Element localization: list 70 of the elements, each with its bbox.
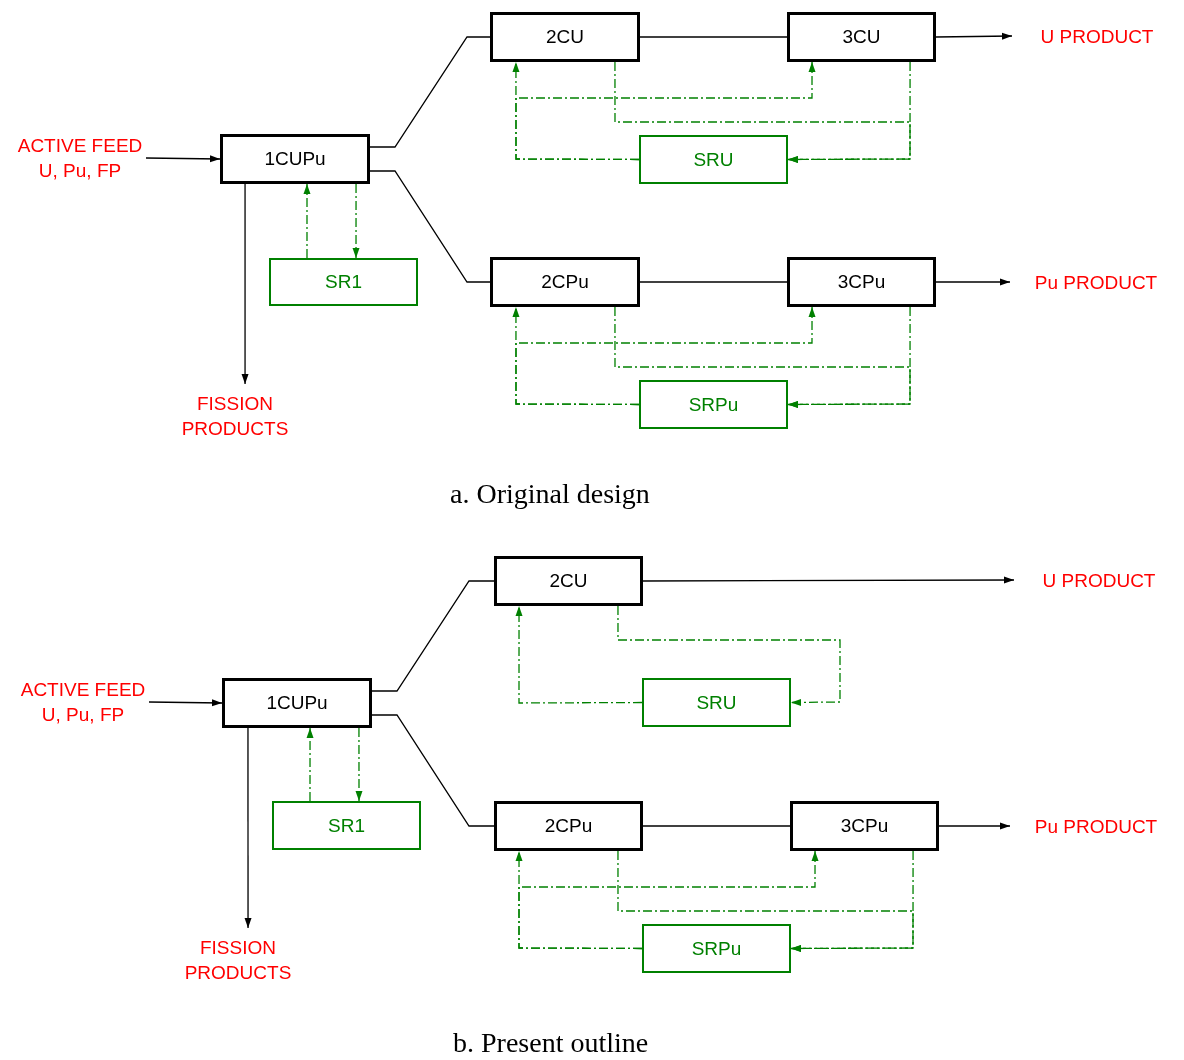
flow-line	[642, 576, 1015, 584]
flow-line	[938, 822, 1011, 830]
recycle-arrow	[515, 605, 643, 704]
flow-line	[371, 580, 495, 692]
solvent-recovery-box	[642, 678, 791, 727]
flow-line	[935, 278, 1011, 286]
box-label: 1CUPu	[264, 148, 326, 170]
stream-label: Pu PRODUCT	[1034, 270, 1158, 295]
box-label: 2CPu	[544, 815, 593, 837]
box-label: SR1	[328, 814, 365, 837]
stream-label: ACTIVE FEED U, Pu, FP	[19, 678, 147, 727]
flow-line	[244, 727, 252, 929]
solvent-recovery-box	[639, 380, 788, 429]
flow-line	[241, 183, 249, 385]
process-box	[220, 134, 370, 184]
solvent-recovery-box	[269, 258, 418, 306]
stream-label: U PRODUCT	[1040, 24, 1154, 49]
flow-line	[369, 36, 491, 148]
box-label: SRU	[693, 148, 734, 171]
process-box	[494, 556, 643, 606]
process-box	[494, 801, 643, 851]
box-label: 2CU	[549, 570, 588, 592]
stream-label: Pu PRODUCT	[1034, 814, 1158, 839]
box-label: SRPu	[691, 937, 742, 960]
process-box	[790, 801, 939, 851]
stream-label: ACTIVE FEED U, Pu, FP	[16, 134, 144, 183]
recycle-arrow	[787, 61, 911, 163]
flow-line	[145, 155, 221, 163]
box-label: 3CU	[842, 26, 881, 48]
recycle-arrow	[617, 850, 914, 952]
box-label: 2CPu	[541, 271, 589, 293]
stream-label: U PRODUCT	[1042, 568, 1156, 593]
solvent-recovery-box	[642, 924, 791, 973]
box-label: SRU	[696, 691, 737, 714]
panel-caption: b. Present outline	[453, 1027, 649, 1059]
process-box	[787, 257, 936, 307]
process-box	[490, 12, 640, 62]
box-label: 3CPu	[840, 815, 889, 837]
flow-line	[639, 281, 788, 283]
recycle-arrow	[352, 183, 360, 259]
panel-caption: a. Original design	[450, 478, 650, 510]
process-box	[222, 678, 372, 728]
stream-label: FISSION PRODUCTS	[183, 936, 293, 985]
box-label: 1CUPu	[266, 692, 328, 714]
flow-line	[639, 36, 788, 38]
process-box	[490, 257, 640, 307]
box-label: SR1	[325, 271, 362, 293]
recycle-arrow	[306, 727, 314, 802]
process-box	[787, 12, 936, 62]
solvent-recovery-box	[639, 135, 788, 184]
flow-line	[148, 699, 223, 707]
recycle-arrow	[787, 306, 911, 408]
box-label: SRPu	[688, 393, 739, 416]
box-label: 3CPu	[837, 271, 886, 293]
flow-line	[369, 170, 491, 283]
flow-line	[935, 32, 1013, 40]
flow-line	[371, 714, 495, 827]
flow-line	[642, 825, 791, 827]
solvent-recovery-box	[272, 801, 421, 850]
recycle-arrow	[614, 61, 911, 163]
recycle-arrow	[617, 605, 841, 706]
recycle-arrow	[790, 850, 914, 952]
stream-label: FISSION PRODUCTS	[180, 392, 290, 441]
recycle-arrow	[614, 306, 911, 408]
recycle-arrow	[515, 306, 816, 406]
recycle-arrow	[303, 183, 311, 259]
recycle-arrow	[515, 61, 816, 161]
recycle-arrow	[355, 727, 363, 802]
recycle-arrow	[518, 850, 819, 950]
box-label: 2CU	[546, 26, 584, 48]
